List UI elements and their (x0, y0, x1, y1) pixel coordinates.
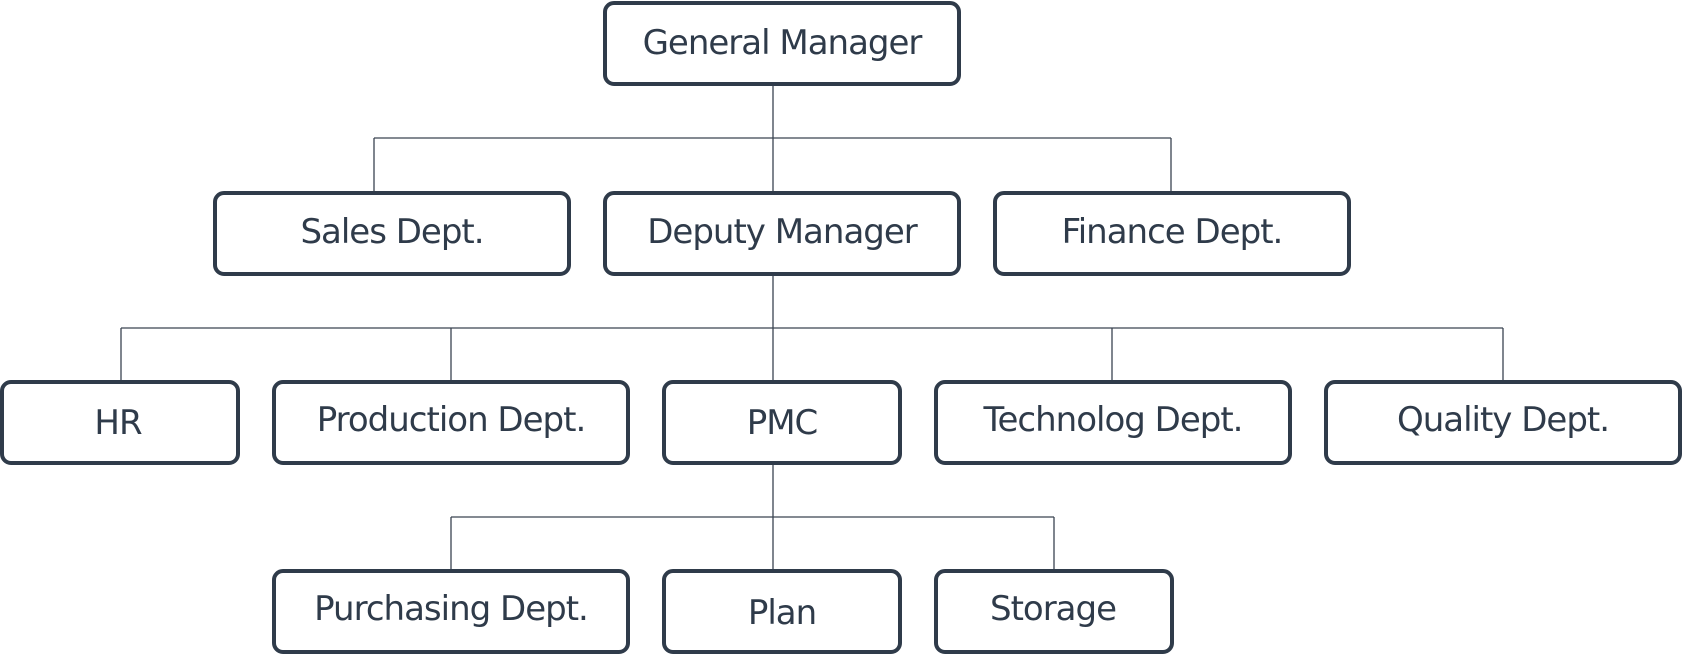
node-box (603, 191, 961, 276)
node-box (662, 380, 902, 465)
node-label: HR (94, 403, 142, 443)
node-box (934, 380, 1292, 465)
node-storage: Storage (934, 569, 1174, 654)
node-label: General Manager (643, 23, 923, 63)
node-production-dept: Production Dept. (272, 380, 630, 465)
node-general-manager: General Manager (603, 1, 961, 86)
node-label: Finance Dept. (1062, 212, 1283, 252)
node-plan: Plan (662, 569, 902, 654)
node-finance-dept: Finance Dept. (993, 191, 1351, 276)
node-box (934, 569, 1174, 654)
node-box (662, 569, 902, 654)
node-label: Sales Dept. (300, 212, 483, 252)
node-label: Production Dept. (317, 400, 586, 440)
node-label: Plan (748, 593, 816, 633)
node-box (0, 380, 240, 465)
node-pmc: PMC (662, 380, 902, 465)
node-label: Storage (990, 589, 1116, 629)
node-technolog-dept: Technolog Dept. (934, 380, 1292, 465)
node-box (993, 191, 1351, 276)
node-label: Quality Dept. (1397, 400, 1609, 440)
node-box (213, 191, 571, 276)
node-label: Technolog Dept. (983, 400, 1243, 440)
node-quality-dept: Quality Dept. (1324, 380, 1682, 465)
node-label: Deputy Manager (647, 212, 918, 252)
node-hr: HR (0, 380, 240, 465)
node-box (272, 569, 630, 654)
node-box (1324, 380, 1682, 465)
node-label: Purchasing Dept. (314, 589, 588, 629)
node-sales-dept: Sales Dept. (213, 191, 571, 276)
node-deputy-manager: Deputy Manager (603, 191, 961, 276)
node-purchasing-dept: Purchasing Dept. (272, 569, 630, 654)
node-label: PMC (747, 403, 818, 443)
node-box (272, 380, 630, 465)
connectors (120, 84, 1504, 571)
node-box (603, 1, 961, 86)
